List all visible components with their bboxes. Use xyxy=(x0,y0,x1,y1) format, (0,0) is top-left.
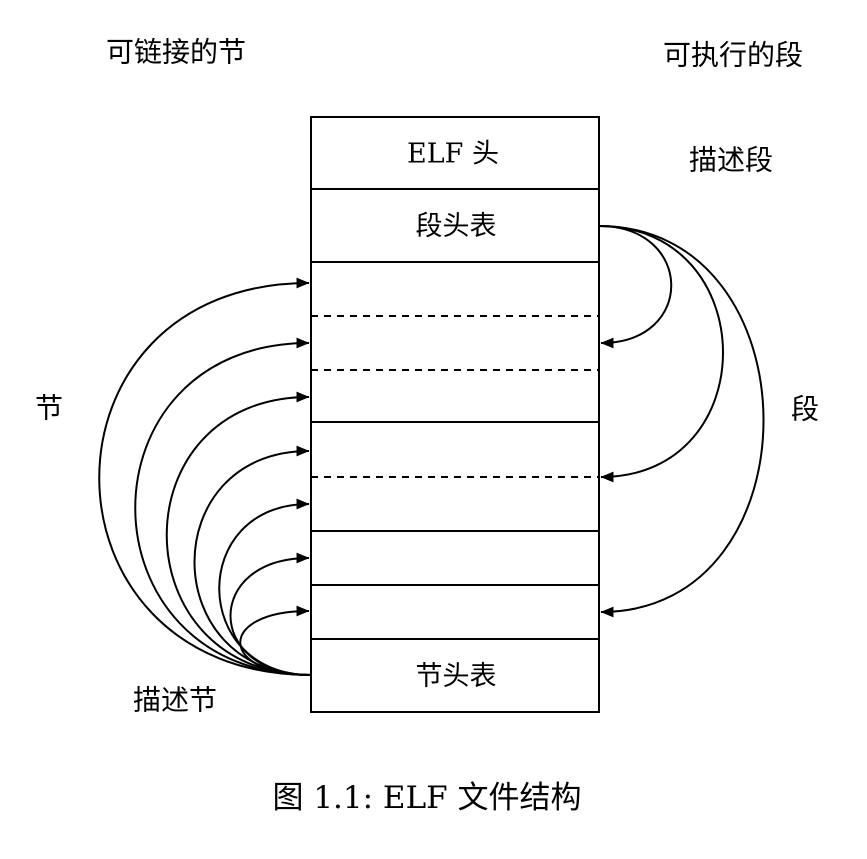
section-arrow-6 xyxy=(229,552,312,676)
section-arrow-2 xyxy=(134,337,312,676)
program-header-table-label: 段头表 xyxy=(416,211,497,241)
section-label: 节 xyxy=(35,393,63,424)
section-arrows xyxy=(98,277,312,676)
section-arrow-3 xyxy=(165,391,312,676)
segment-arrow-3 xyxy=(598,225,765,618)
elf-file-box-lines xyxy=(310,116,600,713)
describes-sections-label: 描述节 xyxy=(133,685,217,716)
elf-file-box xyxy=(310,116,600,713)
linkable-sections-label: 可链接的节 xyxy=(106,37,246,68)
segment-arrow-1 xyxy=(598,225,673,349)
section-arrow-1 xyxy=(98,277,312,676)
describes-segments-label: 描述段 xyxy=(689,145,773,176)
figure-caption: 图 1.1: ELF 文件结构 xyxy=(272,780,581,816)
segment-arrow-2 xyxy=(598,225,724,483)
section-arrow-7 xyxy=(239,605,312,676)
elf-header-label: ELF 头 xyxy=(407,139,499,170)
segment-arrows xyxy=(598,225,765,618)
executable-segments-label: 可执行的段 xyxy=(663,40,803,71)
section-header-table-label: 节头表 xyxy=(416,661,497,691)
segment-label: 段 xyxy=(791,394,819,425)
